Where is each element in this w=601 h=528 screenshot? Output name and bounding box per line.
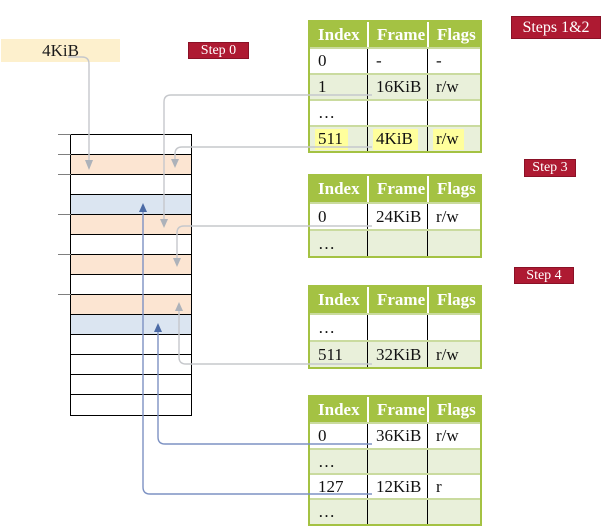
- column-header-frame: Frame: [367, 176, 427, 202]
- table-row: …: [310, 99, 480, 125]
- memory-frame-row: [71, 255, 191, 275]
- page-table-step-4: Index Frame Flags … 511 32KiB r/w: [308, 285, 482, 369]
- memory-frame-row: [71, 295, 191, 315]
- table-row: …: [310, 229, 480, 256]
- column-header-index: Index: [318, 399, 360, 419]
- table-row: 1 16KiB r/w: [310, 73, 480, 99]
- column-header-frame: Frame: [367, 22, 427, 47]
- root-pointer-label: 4KiB: [42, 40, 79, 60]
- column-header-flags: Flags: [427, 287, 480, 313]
- memory-frame-row: [71, 315, 191, 335]
- frame-boundary-tick: [58, 214, 71, 215]
- column-header-index: Index: [318, 24, 360, 44]
- memory-frame-row: [71, 155, 191, 175]
- badge-steps-1-and-2: Steps 1&2: [511, 16, 601, 39]
- table-row: 0 - -: [310, 47, 480, 73]
- table-row: …: [310, 448, 480, 473]
- frame-boundary-tick: [58, 174, 71, 175]
- column-header-frame: Frame: [367, 287, 427, 313]
- physical-memory-column: [70, 134, 192, 416]
- page-table-steps-1-2: Index Frame Flags 0 - - 1 16KiB r/w … 51…: [308, 20, 482, 153]
- memory-frame-row: [71, 395, 191, 414]
- table-header-row: Index Frame Flags: [310, 287, 480, 313]
- frame-boundary-tick: [58, 154, 71, 155]
- column-header-flags: Flags: [427, 397, 480, 422]
- column-header-index: Index: [318, 179, 360, 198]
- page-table-final-level: Index Frame Flags 0 36KiB r/w … 127 12Ki…: [308, 395, 482, 526]
- column-header-index: Index: [318, 290, 360, 309]
- frame-boundary-tick: [58, 254, 71, 255]
- table-header-row: Index Frame Flags: [310, 176, 480, 202]
- table-row: …: [310, 498, 480, 524]
- memory-frame-row: [71, 215, 191, 235]
- table-header-row: Index Frame Flags: [310, 397, 480, 422]
- page-table-step-3: Index Frame Flags 0 24KiB r/w …: [308, 174, 482, 258]
- column-header-flags: Flags: [427, 22, 480, 47]
- column-header-flags: Flags: [427, 176, 480, 202]
- root-pointer-box: 4KiB: [1, 39, 120, 62]
- memory-frame-row: [71, 135, 191, 155]
- table-row: 0 36KiB r/w: [310, 422, 480, 448]
- frame-boundary-tick: [58, 134, 71, 135]
- memory-frame-row: [71, 175, 191, 195]
- badge-step-0: Step 0: [188, 42, 249, 59]
- memory-frame-row: [71, 275, 191, 295]
- table-row-highlighted: 511 4KiB r/w: [310, 125, 480, 151]
- badge-step-4: Step 4: [514, 267, 574, 284]
- table-row: 0 24KiB r/w: [310, 202, 480, 229]
- memory-frame-row: [71, 235, 191, 255]
- frame-boundary-tick: [58, 294, 71, 295]
- table-row: 127 12KiB r: [310, 473, 480, 498]
- memory-frame-row: [71, 355, 191, 375]
- memory-frame-row: [71, 335, 191, 355]
- column-header-frame: Frame: [367, 397, 427, 422]
- table-row: 511 32KiB r/w: [310, 340, 480, 367]
- table-header-row: Index Frame Flags: [310, 22, 480, 47]
- memory-frame-row: [71, 375, 191, 395]
- badge-step-3: Step 3: [524, 159, 576, 177]
- memory-frame-row: [71, 195, 191, 215]
- table-row: …: [310, 313, 480, 340]
